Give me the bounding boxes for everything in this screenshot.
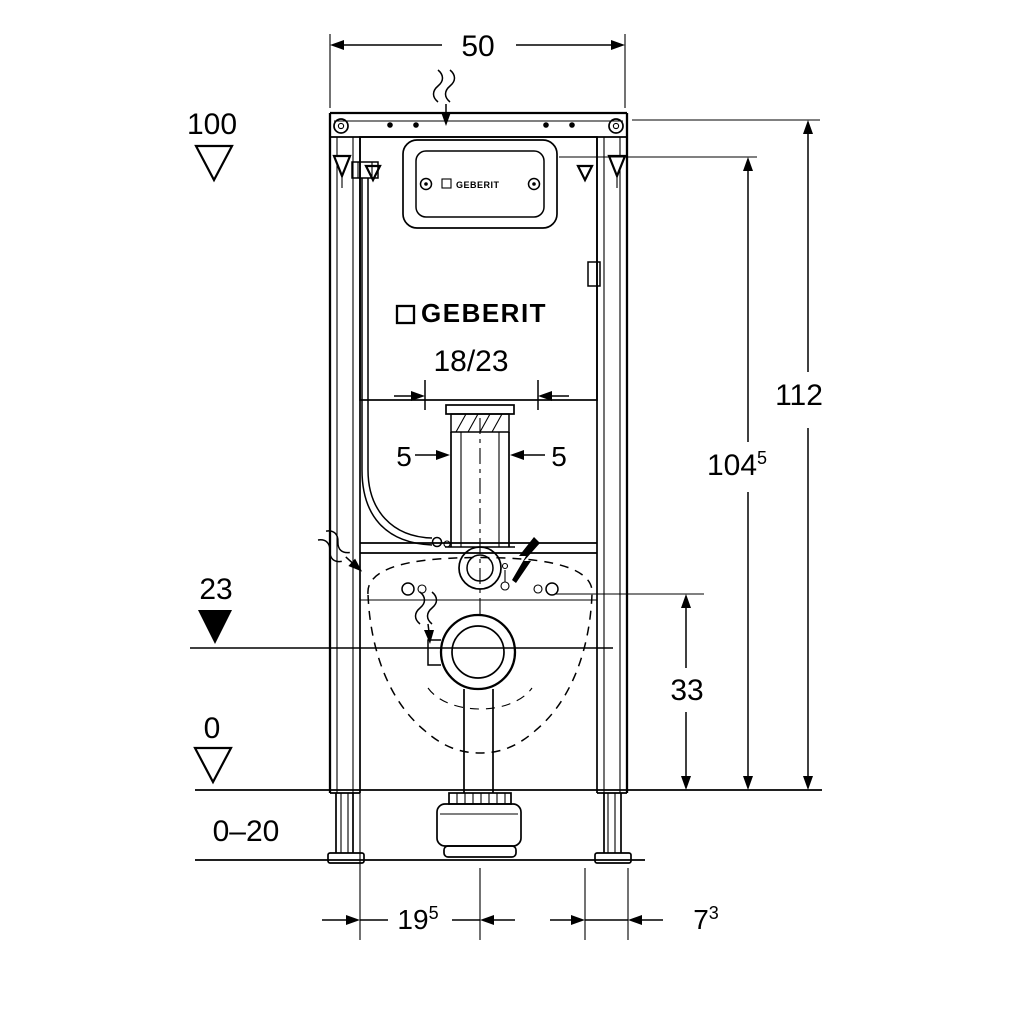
dim-bottom-left-label: 195 xyxy=(397,903,438,935)
wall-anchor-right xyxy=(607,154,627,188)
dim-upper-height-label: 1045 xyxy=(707,448,767,482)
dim-5-right: 5 xyxy=(510,441,567,472)
flush-plate: GEBERIT xyxy=(402,139,558,229)
geberit-logo: GEBERIT xyxy=(395,298,547,328)
wall-anchor-left xyxy=(332,154,352,188)
knockout-lightning-icon xyxy=(512,537,540,583)
level-100-label: 100 xyxy=(187,108,237,141)
plate-screw-right xyxy=(527,177,541,191)
fixing-dot xyxy=(387,122,393,128)
cut-mark-center xyxy=(414,591,438,644)
dim-width-label: 50 xyxy=(461,30,494,63)
concealed-cistern: GEBERIT GEBERIT 18/23 xyxy=(351,136,598,548)
level-23-label: 23 xyxy=(199,573,232,606)
cut-mark-left xyxy=(317,530,363,572)
dim-width-50: 50 xyxy=(329,30,626,108)
geberit-logo-text: GEBERIT xyxy=(421,298,547,328)
outlet-socket xyxy=(427,613,517,691)
plate-logo-icon xyxy=(441,178,452,189)
level-0-label: 0 xyxy=(204,712,221,745)
dim-18-23 xyxy=(394,380,569,410)
level-23: 23 xyxy=(190,573,613,649)
plate-screw-left xyxy=(419,177,433,191)
dim-5-left: 5 xyxy=(396,441,450,472)
dim-bottom-right-label: 73 xyxy=(693,903,719,935)
dim-height-104-5: 1045 xyxy=(559,156,767,790)
dim-5-right-label: 5 xyxy=(551,441,567,472)
level-0-triangle-icon xyxy=(193,746,233,785)
flush-pipe xyxy=(401,404,559,793)
supply-conduit xyxy=(351,161,451,548)
fixing-dot xyxy=(569,122,575,128)
fixing-bolts xyxy=(401,562,559,596)
rail-bracket xyxy=(587,261,601,287)
flush-bend-socket xyxy=(445,546,515,590)
plate-logo-text: GEBERIT xyxy=(456,180,500,190)
model-depth-label: 18/23 xyxy=(433,345,508,378)
dim-height-112: 112 xyxy=(632,119,823,790)
floor-range-label: 0–20 xyxy=(213,815,280,848)
dim-33: 33 xyxy=(556,593,704,790)
ceramic-pan-outline xyxy=(367,556,593,754)
dim-outlet-height-label: 33 xyxy=(670,674,703,707)
dim-19-5: 195 xyxy=(322,598,515,940)
datum-mark-right xyxy=(576,164,594,183)
level-100: 100 xyxy=(187,108,237,183)
outlet-elbow xyxy=(436,792,522,858)
foot-left xyxy=(327,793,365,864)
level-100-triangle-icon xyxy=(194,144,234,183)
datum-mark-left xyxy=(364,164,382,183)
fixing-dot xyxy=(413,122,419,128)
level-23-triangle-icon xyxy=(198,610,232,644)
cut-mark-top xyxy=(432,69,456,126)
foot-right xyxy=(594,793,632,864)
dim-total-height-label: 112 xyxy=(775,379,823,412)
dim-7-3: 73 xyxy=(550,868,719,940)
fixing-dot xyxy=(543,122,549,128)
floor-lines xyxy=(195,789,822,861)
mounting-frame xyxy=(327,111,632,864)
level-0: 0 xyxy=(193,712,233,785)
dim-5-left-label: 5 xyxy=(396,441,412,472)
